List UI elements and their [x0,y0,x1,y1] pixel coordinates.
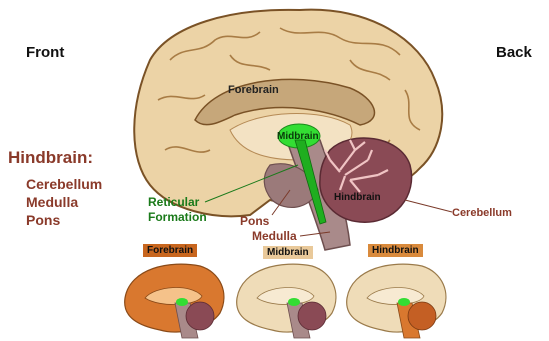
thumbnail-forebrain [125,264,224,338]
hindbrain-list-heading: Hindbrain: [8,148,93,168]
pons-label: Pons [240,214,269,228]
hindbrain-list-item-cerebellum: Cerebellum [26,176,102,192]
front-label: Front [26,44,64,61]
thumbnail-hindbrain [347,264,446,338]
hindbrain-label: Hindbrain [334,192,381,203]
thumbnail-midbrain [237,264,336,338]
hindbrain-list-item-pons: Pons [26,212,60,228]
forebrain-label: Forebrain [228,84,279,96]
medulla-label: Medulla [252,229,297,243]
back-label: Back [496,44,532,61]
midbrain-label: Midbrain [277,131,319,142]
cerebellum-shape [320,138,412,222]
cerebellum-label: Cerebellum [452,207,512,219]
hindbrain-list-item-medulla: Medulla [26,194,78,210]
reticular-label-line2: Formation [148,210,207,224]
thumb-label-midbrain: Midbrain [263,246,313,259]
reticular-label-line1: Reticular [148,195,199,209]
thumb-label-forebrain: Forebrain [143,244,197,257]
thumb-label-hindbrain: Hindbrain [368,244,423,257]
